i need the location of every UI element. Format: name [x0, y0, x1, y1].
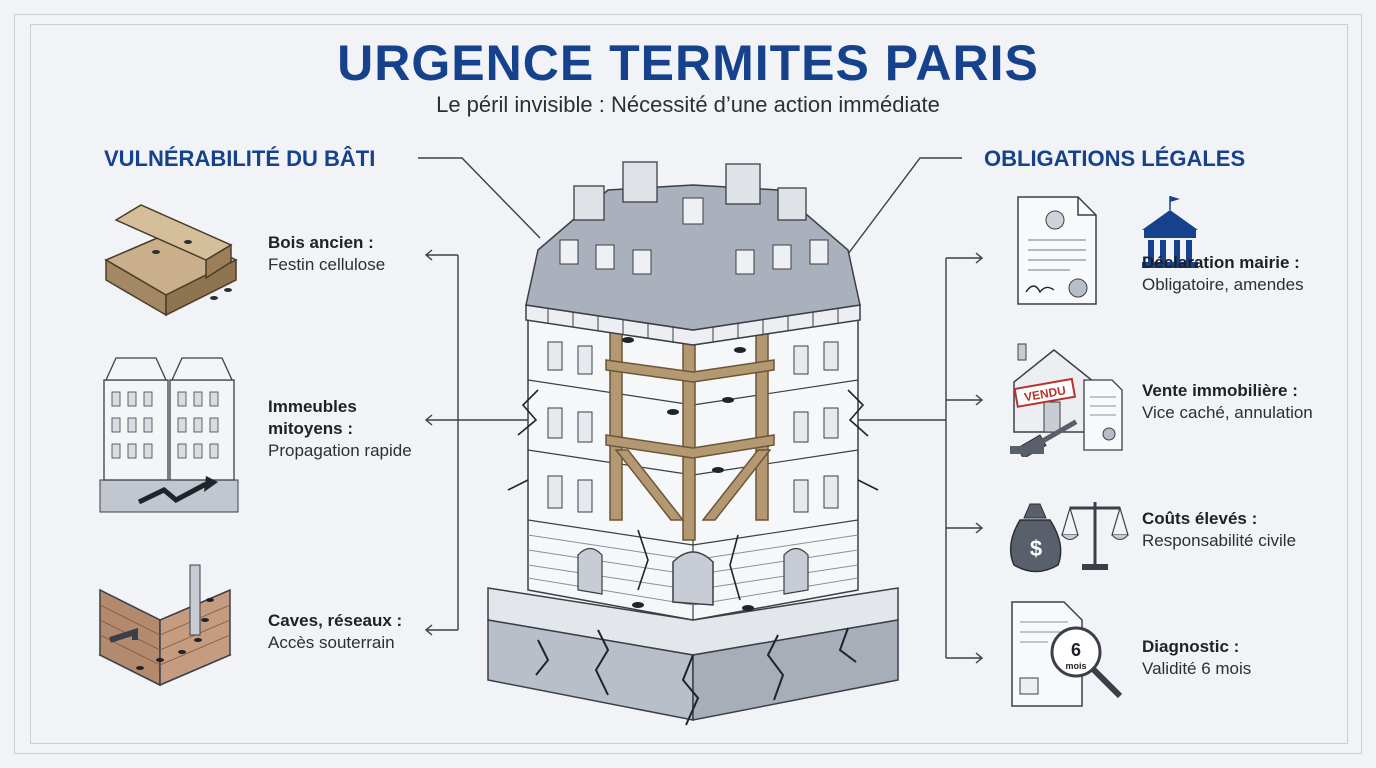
label-old-wood: Bois ancien : Festin cellulose	[268, 232, 385, 276]
label-old-wood-desc: Festin cellulose	[268, 255, 386, 274]
label-old-wood-title: Bois ancien :	[268, 233, 374, 252]
label-adjoining-desc: Propagation rapide	[268, 441, 412, 460]
label-cellars: Caves, réseaux : Accès souterrain	[268, 610, 402, 654]
property-sale-icon: VENDU	[1010, 343, 1123, 457]
cellar-networks-icon	[98, 564, 232, 687]
old-wood-beams-icon	[104, 204, 238, 317]
central-building-illustration	[487, 161, 899, 726]
label-adjoining-buildings: Immeubles mitoyens : Propagation rapide	[268, 396, 412, 462]
label-adjoining-title-1: Immeubles	[268, 397, 357, 416]
label-diagnostic-desc: Validité 6 mois	[1142, 659, 1252, 678]
label-declaration-title: Déclaration mairie :	[1142, 253, 1300, 272]
label-costs-desc: Responsabilité civile	[1142, 531, 1297, 550]
adjoining-buildings-icon	[99, 357, 239, 513]
label-cellars-title: Caves, réseaux :	[268, 611, 403, 630]
label-costs-title: Coûts élevés :	[1142, 509, 1258, 528]
six-number-text: 6	[1071, 640, 1081, 660]
page-subtitle: Le péril invisible : Nécessité d’une act…	[436, 92, 940, 117]
label-declaration-desc: Obligatoire, amendes	[1142, 275, 1304, 294]
page-title: URGENCE TERMITES PARIS	[337, 35, 1039, 91]
label-adjoining-title-2: mitoyens :	[268, 419, 354, 438]
costs-scales-icon: $	[1009, 502, 1129, 573]
dollar-sign-text: $	[1030, 536, 1042, 561]
label-sale-title: Vente immobilière :	[1142, 381, 1298, 400]
label-diagnostic-title: Diagnostic :	[1142, 637, 1240, 656]
official-declaration-icon	[1017, 196, 1198, 305]
left-section-heading: VULNÉRABILITÉ DU BÂTI	[104, 146, 376, 171]
label-costs: Coûts élevés : Responsabilité civile	[1142, 508, 1296, 552]
label-sale-desc: Vice caché, annulation	[1142, 403, 1313, 422]
label-sale: Vente immobilière : Vice caché, annulati…	[1142, 380, 1313, 424]
diagnostic-magnifier-icon: 6 mois	[1011, 601, 1123, 707]
label-diagnostic: Diagnostic : Validité 6 mois	[1142, 636, 1251, 680]
right-section-heading: OBLIGATIONS LÉGALES	[984, 146, 1246, 171]
label-declaration: Déclaration mairie : Obligatoire, amende…	[1142, 252, 1304, 296]
mois-text: mois	[1065, 661, 1086, 671]
label-cellars-desc: Accès souterrain	[268, 633, 395, 652]
